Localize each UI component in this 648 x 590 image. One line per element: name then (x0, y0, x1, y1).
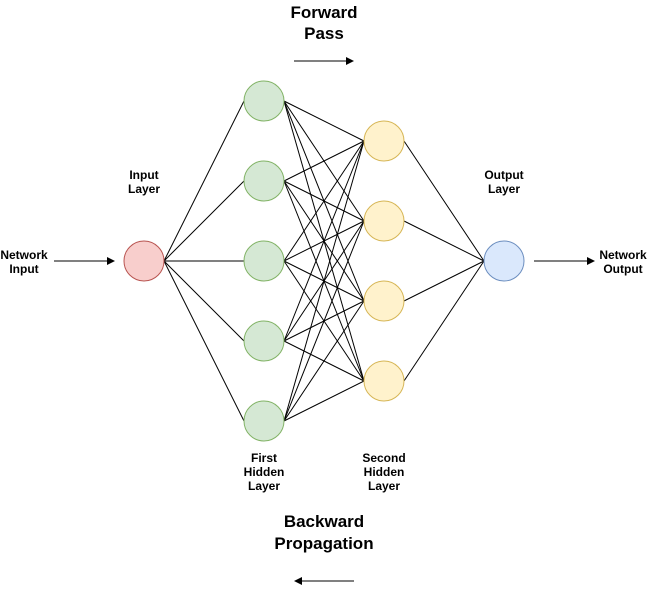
network-input-label-line2: Input (9, 262, 38, 276)
output-neuron-1 (483, 240, 525, 282)
second-hidden-layer-label-line1: Second (362, 451, 405, 465)
first-hidden-layer-label-line3: Layer (248, 479, 280, 493)
connection-input-1-to-first-hidden-1 (163, 100, 245, 262)
connection-input-1-to-first-hidden-4 (163, 260, 245, 342)
connection-first-hidden-2-to-second-hidden-1 (283, 140, 365, 182)
output-layer-label-line2: Layer (488, 182, 520, 196)
connection-first-hidden-3-to-second-hidden-1 (283, 140, 365, 262)
first-hidden-neuron-1 (243, 80, 285, 122)
first-hidden-layer-label-line2: Hidden (244, 465, 285, 479)
first-hidden-neuron-4 (243, 320, 285, 362)
connection-second-hidden-2-to-output-1 (403, 220, 485, 262)
second-hidden-neuron-2 (363, 200, 405, 242)
network-output-label-line2: Output (603, 262, 642, 276)
network-input-label-line1: Network (0, 248, 48, 262)
connection-first-hidden-5-to-second-hidden-4 (283, 380, 365, 422)
network-output-label-line1: Network (599, 248, 647, 262)
second-hidden-neuron-4 (363, 360, 405, 402)
backward-propagation-title-line1: Backward (284, 512, 364, 531)
connection-first-hidden-5-to-second-hidden-3 (283, 300, 365, 422)
backward-propagation-title-line2: Propagation (274, 534, 373, 553)
input-layer-label-line2: Layer (128, 182, 160, 196)
second-hidden-layer-label-line3: Layer (368, 479, 400, 493)
first-hidden-layer-label-line1: First (251, 451, 277, 465)
connection-input-1-to-first-hidden-2 (163, 180, 245, 262)
connection-first-hidden-4-to-second-hidden-1 (283, 140, 365, 342)
connection-input-1-to-first-hidden-5 (163, 260, 245, 422)
first-hidden-neuron-2 (243, 160, 285, 202)
connections (163, 100, 485, 422)
neurons (123, 80, 525, 442)
forward-pass-title-line1: Forward (290, 3, 357, 22)
second-hidden-neuron-1 (363, 120, 405, 162)
output-layer-label-line1: Output (484, 168, 523, 182)
input-neuron-1 (123, 240, 165, 282)
connection-first-hidden-5-to-second-hidden-2 (283, 220, 365, 422)
connection-first-hidden-1-to-second-hidden-1 (283, 100, 365, 142)
forward-pass-title-line2: Pass (304, 24, 344, 43)
first-hidden-neuron-5 (243, 400, 285, 442)
connection-second-hidden-1-to-output-1 (403, 140, 485, 262)
second-hidden-layer-label-line2: Hidden (364, 465, 405, 479)
first-hidden-neuron-3 (243, 240, 285, 282)
connection-second-hidden-4-to-output-1 (403, 260, 485, 382)
input-layer-label-line1: Input (129, 168, 158, 182)
connection-first-hidden-5-to-second-hidden-1 (283, 140, 365, 422)
second-hidden-neuron-3 (363, 280, 405, 322)
connection-second-hidden-3-to-output-1 (403, 260, 485, 302)
